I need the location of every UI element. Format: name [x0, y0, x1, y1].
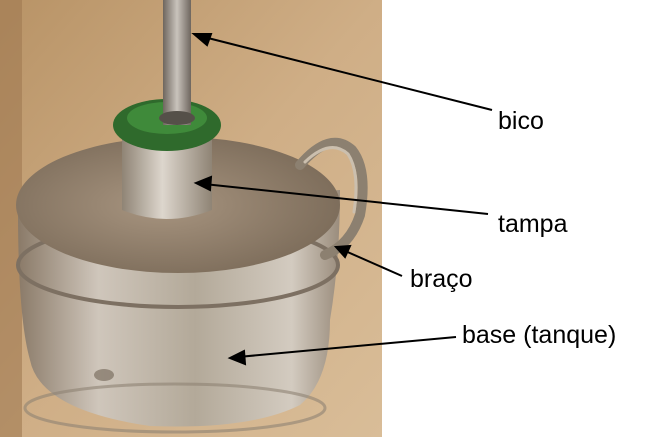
arrowhead-base [227, 349, 247, 366]
can-handle [295, 137, 368, 260]
photo-shadow [0, 0, 22, 437]
can-cap [122, 130, 212, 219]
annotation-arrows [191, 33, 493, 366]
arrowhead-bico [191, 33, 213, 47]
arrowhead-braco [333, 244, 352, 259]
arrow-bico [199, 35, 493, 111]
label-tampa: tampa [498, 210, 568, 238]
label-bico: bico [498, 107, 544, 135]
can-dent [94, 369, 114, 381]
arrow-base [237, 336, 457, 358]
label-braco: braço [410, 265, 473, 293]
can-handle-highlight [303, 146, 358, 214]
arrowhead-tampa [193, 175, 213, 192]
can-spout-base [159, 111, 195, 125]
can-spout [163, 0, 191, 125]
can-bottom-rim [23, 382, 327, 434]
arrow-braco [342, 249, 403, 277]
label-base: base (tanque) [462, 321, 617, 349]
arrow-tampa [203, 183, 489, 215]
